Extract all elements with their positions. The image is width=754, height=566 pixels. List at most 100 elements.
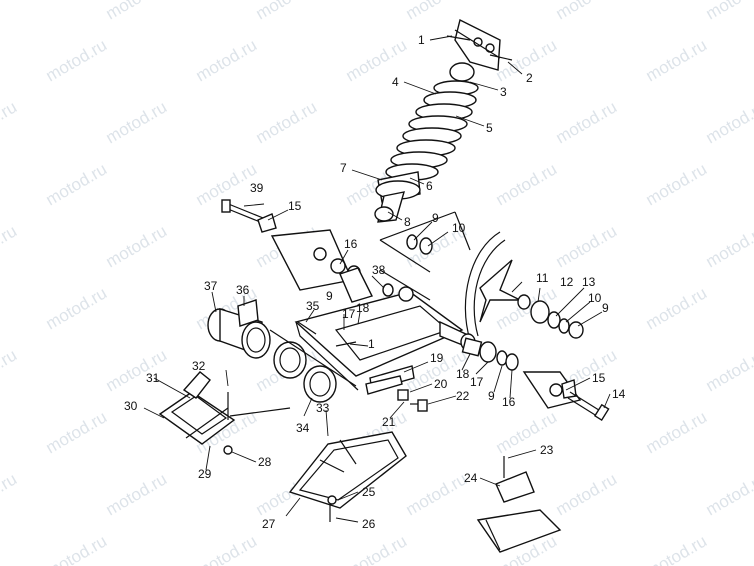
callout-4: 4 xyxy=(392,75,399,89)
callout-18-mid: 18 xyxy=(356,301,370,315)
callout-7: 7 xyxy=(340,161,347,175)
watermark-text: motod.ru xyxy=(553,0,621,23)
callout-19: 19 xyxy=(430,351,444,365)
callout-29: 29 xyxy=(198,467,212,481)
right-pivot-stack xyxy=(461,337,519,371)
watermark-text: motod.ru xyxy=(0,345,20,395)
frame-outline xyxy=(379,211,506,341)
upper-left-bolt-and-plate xyxy=(221,199,361,291)
watermark-text: motod.ru xyxy=(643,283,711,333)
bearing-rings xyxy=(269,329,357,403)
watermark-text: motod.ru xyxy=(43,159,111,209)
right-plate-and-bolt xyxy=(522,371,610,422)
watermark-text: motod.ru xyxy=(553,469,621,519)
callout-3: 3 xyxy=(500,85,507,99)
watermark-text: motod.ru xyxy=(253,0,321,23)
small-bolts xyxy=(297,321,357,347)
callout-9-upper: 9 xyxy=(432,211,439,225)
watermark-text: motod.ru xyxy=(643,159,711,209)
shock-absorber xyxy=(374,18,513,223)
watermark-text: motod.ru xyxy=(553,97,621,147)
callout-28: 28 xyxy=(258,455,272,469)
callout-16-upper: 16 xyxy=(344,237,358,251)
callout-8: 8 xyxy=(404,215,411,229)
callout-26: 26 xyxy=(362,517,376,531)
callout-17-right: 17 xyxy=(470,375,484,389)
watermark-text: motod.ru xyxy=(703,345,754,395)
callout-15-right: 15 xyxy=(592,371,606,385)
watermark-text: motod.ru xyxy=(493,159,561,209)
callout-9-mid: 9 xyxy=(326,289,333,303)
callout-15-left: 15 xyxy=(288,199,302,213)
callout-5: 5 xyxy=(486,121,493,135)
watermark-text: motod.ru xyxy=(43,531,111,566)
watermark-text: motod.ru xyxy=(643,35,711,85)
callout-33: 33 xyxy=(316,401,330,415)
callout-34: 34 xyxy=(296,421,310,435)
bolt-22 xyxy=(410,399,428,412)
watermark-text: motod.ru xyxy=(0,221,20,271)
watermark-text: motod.ru xyxy=(0,469,20,519)
watermark-text: motod.ru xyxy=(103,0,171,23)
callout-36: 36 xyxy=(236,283,250,297)
left-mount-bracket xyxy=(158,371,291,455)
callout-9-right: 9 xyxy=(602,301,609,315)
callout-31: 31 xyxy=(146,371,160,385)
watermark-text: motod.ru xyxy=(343,531,411,566)
watermark-text: motod.ru xyxy=(103,345,171,395)
callout-16-lower: 16 xyxy=(502,395,516,409)
watermark-text: motod.ru xyxy=(703,221,754,271)
bracket-19 xyxy=(365,365,415,401)
watermark-text: motod.ru xyxy=(103,221,171,271)
callout-23: 23 xyxy=(540,443,554,457)
callout-13: 13 xyxy=(582,275,596,289)
watermark-text: motod.ru xyxy=(403,469,471,519)
callout-1-mid: 1 xyxy=(368,337,375,351)
skid-plate xyxy=(288,431,407,522)
watermark-text: motod.ru xyxy=(553,221,621,271)
watermark-text: motod.ru xyxy=(103,97,171,147)
callout-1-top: 1 xyxy=(418,33,425,47)
watermark-text: motod.ru xyxy=(0,0,20,23)
callout-21: 21 xyxy=(382,415,396,429)
callout-12: 12 xyxy=(560,275,574,289)
shock-washers xyxy=(406,234,433,255)
watermark-text: motod.ru xyxy=(643,407,711,457)
leader-lines xyxy=(143,35,611,523)
callout-10-right: 10 xyxy=(588,291,602,305)
watermark-text: motod.ru xyxy=(43,283,111,333)
watermark-text: motod.ru xyxy=(193,35,261,85)
watermark-text: motod.ru xyxy=(0,97,20,147)
callout-27: 27 xyxy=(262,517,276,531)
callout-9-lower: 9 xyxy=(488,389,495,403)
callout-14: 14 xyxy=(612,387,626,401)
callout-18-right: 18 xyxy=(456,367,470,381)
watermark-text: motod.ru xyxy=(703,0,754,23)
callout-20: 20 xyxy=(434,377,448,391)
callout-17-mid: 17 xyxy=(342,307,356,321)
callout-39: 39 xyxy=(250,181,264,195)
callout-25: 25 xyxy=(362,485,376,499)
watermark-text: motod.ru xyxy=(253,97,321,147)
swing-arm xyxy=(294,267,476,391)
watermark-text: motod.ru xyxy=(43,35,111,85)
watermark-text: motod.ru xyxy=(193,531,261,566)
callout-38: 38 xyxy=(372,263,386,277)
callout-10-upper: 10 xyxy=(452,221,466,235)
watermark-text: motod.ru xyxy=(343,35,411,85)
callout-labels: 1 2 3 4 5 6 7 8 39 15 9 10 16 38 11 12 1… xyxy=(124,33,626,531)
watermark-text: motod.ru xyxy=(703,97,754,147)
watermark-text: motod.ru xyxy=(103,469,171,519)
watermark-text: motod.ru xyxy=(643,531,711,566)
bottom-right-bracket xyxy=(476,456,562,553)
callout-22: 22 xyxy=(456,389,470,403)
callout-32: 32 xyxy=(192,359,206,373)
callout-11: 11 xyxy=(536,271,549,285)
callout-6: 6 xyxy=(426,179,433,193)
idler-hub-parts xyxy=(479,259,584,339)
callout-30: 30 xyxy=(124,399,138,413)
callout-24: 24 xyxy=(464,471,478,485)
pivot-tube xyxy=(207,299,271,359)
watermark-text: motod.ru xyxy=(43,407,111,457)
